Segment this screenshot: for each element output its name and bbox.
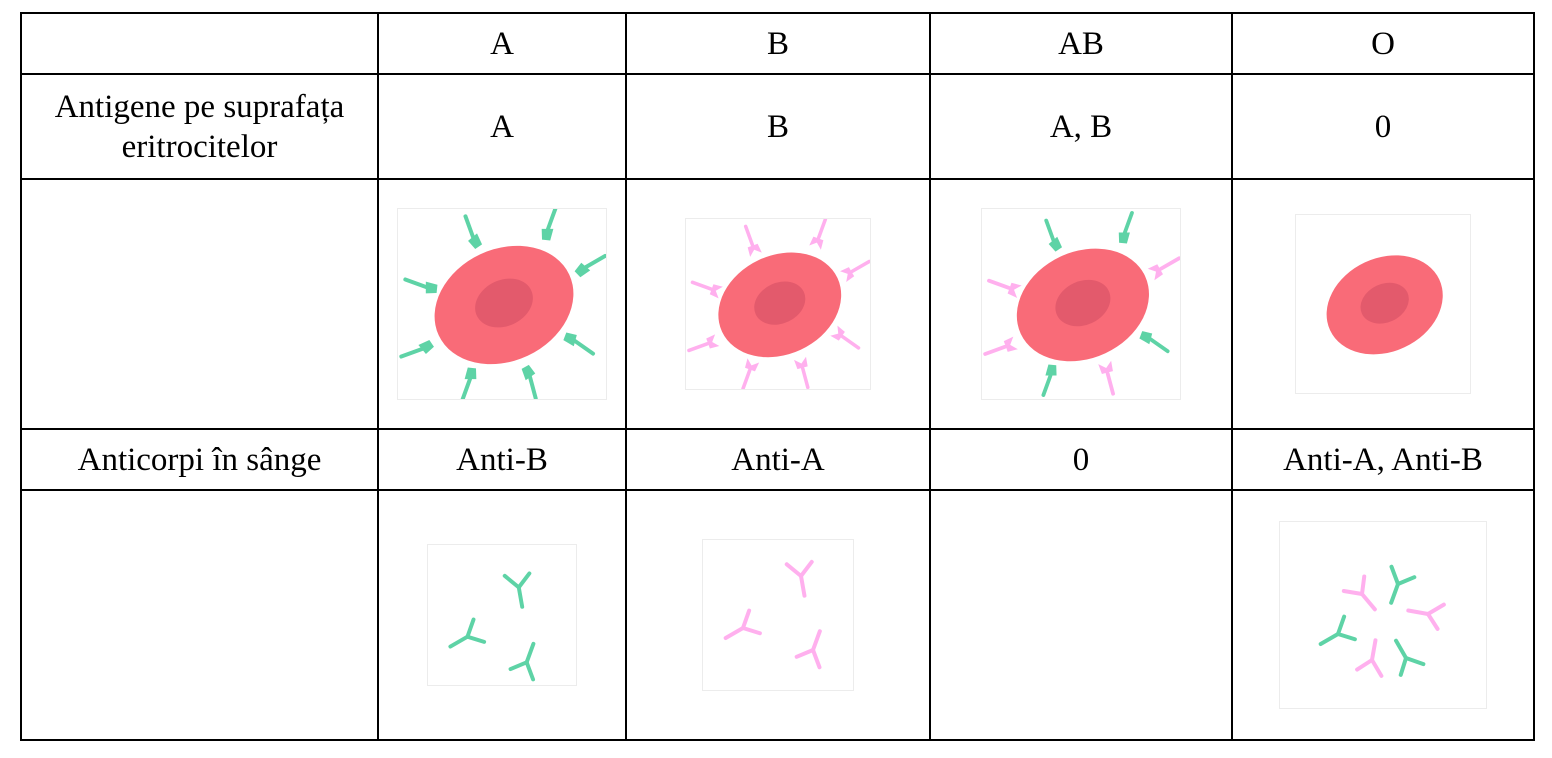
antibody-image-b [625, 489, 931, 741]
antigen-value-a: A [377, 73, 627, 180]
antigen-b-marker [830, 325, 861, 350]
red-cell-no-antigens-icon [1295, 214, 1471, 394]
antigen-a-marker [1139, 331, 1170, 354]
antigen-a-marker [563, 332, 596, 356]
antigen-b-marker [987, 278, 1022, 298]
antigen-b-marker [794, 356, 810, 389]
red-cell-a-antigens-icon [397, 208, 607, 400]
antigen-b-marker [741, 358, 760, 389]
anti-a-anti-b-antibodies-icon [1279, 521, 1487, 709]
anti-b-antibody [1389, 564, 1417, 605]
anti-b-antibodies-icon [427, 544, 577, 686]
red-cell-b-antigens-icon [685, 218, 871, 390]
antibody-image-o [1231, 489, 1535, 741]
blood-group-table: A B AB O Antigene pe suprafața eritrocit… [20, 12, 1535, 741]
anti-a-antibody [784, 559, 814, 598]
column-header-o: O [1231, 12, 1535, 75]
antigen-value-b: B [625, 73, 931, 180]
anti-a-antibody [723, 608, 762, 640]
antigen-a-marker [1041, 364, 1057, 397]
antigen-a-marker [1118, 211, 1134, 244]
antibody-value-o: Anti-A, Anti-B [1231, 428, 1535, 491]
antigen-b-marker [809, 219, 828, 250]
anti-b-antibody [1318, 614, 1357, 646]
antigen-a-marker [399, 339, 434, 359]
cell-image-o [1231, 178, 1535, 430]
cell-image-b [625, 178, 931, 430]
column-header-a: A [377, 12, 627, 75]
antibody-value-ab: 0 [929, 428, 1233, 491]
cell-image-ab [929, 178, 1233, 430]
anti-b-antibody [448, 617, 487, 649]
anti-b-antibody [1394, 638, 1426, 677]
column-header-b: B [625, 12, 931, 75]
antibody-value-a: Anti-B [377, 428, 627, 491]
anti-a-antibody [1406, 602, 1446, 631]
antigens-label-line2: eritrocitelor [121, 128, 278, 165]
anti-b-antibody [508, 641, 536, 682]
antigen-b-marker [743, 224, 762, 257]
anti-a-antibody [1355, 638, 1384, 678]
anti-b-antibody [502, 571, 532, 609]
cell-image-a [377, 178, 627, 430]
antigen-b-marker [690, 280, 723, 299]
antigens-row-label: Antigene pe suprafața eritrocitelor [20, 73, 379, 180]
antibody-image-a [377, 489, 627, 741]
red-cell-ab-antigens-icon [981, 208, 1181, 400]
antigen-b-marker [687, 334, 720, 353]
anti-a-antibody [1341, 574, 1377, 612]
antibody-value-b: Anti-A [625, 428, 931, 491]
antigen-a-marker [574, 254, 606, 278]
antigen-a-marker [460, 367, 477, 399]
antigen-a-marker [1044, 218, 1063, 252]
antibody-image-ab-empty [929, 489, 1233, 741]
antibodies-row: Anticorpi în sânge Anti-B Anti-A 0 Anti-… [20, 428, 1535, 491]
antigen-b-marker [1098, 360, 1115, 396]
red-cell-center [475, 278, 533, 328]
red-cell-center [1360, 282, 1409, 324]
antigen-value-ab: A, B [929, 73, 1233, 180]
antigen-images-empty-label [20, 178, 379, 430]
antigen-a-marker [541, 209, 558, 241]
antigen-a-marker [403, 277, 438, 294]
antibody-images-empty-label [20, 489, 379, 741]
antigens-row: Antigene pe suprafața eritrocitelor A B … [20, 73, 1535, 180]
antibodies-row-label: Anticorpi în sânge [20, 428, 379, 491]
corner-cell [20, 12, 379, 75]
antigen-images-row [20, 178, 1535, 430]
red-cell-center [1055, 279, 1111, 327]
column-header-ab: AB [929, 12, 1233, 75]
antigen-a-marker [463, 214, 483, 249]
antigen-a-marker [521, 364, 538, 399]
antigen-b-marker [983, 336, 1018, 356]
antigen-b-marker [840, 259, 870, 282]
red-cell-center [754, 281, 806, 325]
anti-a-antibodies-icon [702, 539, 854, 691]
antigens-label-line1: Antigene pe suprafața [54, 88, 345, 125]
antibody-images-row [20, 489, 1535, 741]
anti-a-antibody [794, 629, 822, 670]
header-row: A B AB O [20, 12, 1535, 75]
antigen-value-o: 0 [1231, 73, 1535, 180]
antigen-b-marker [1147, 256, 1180, 281]
